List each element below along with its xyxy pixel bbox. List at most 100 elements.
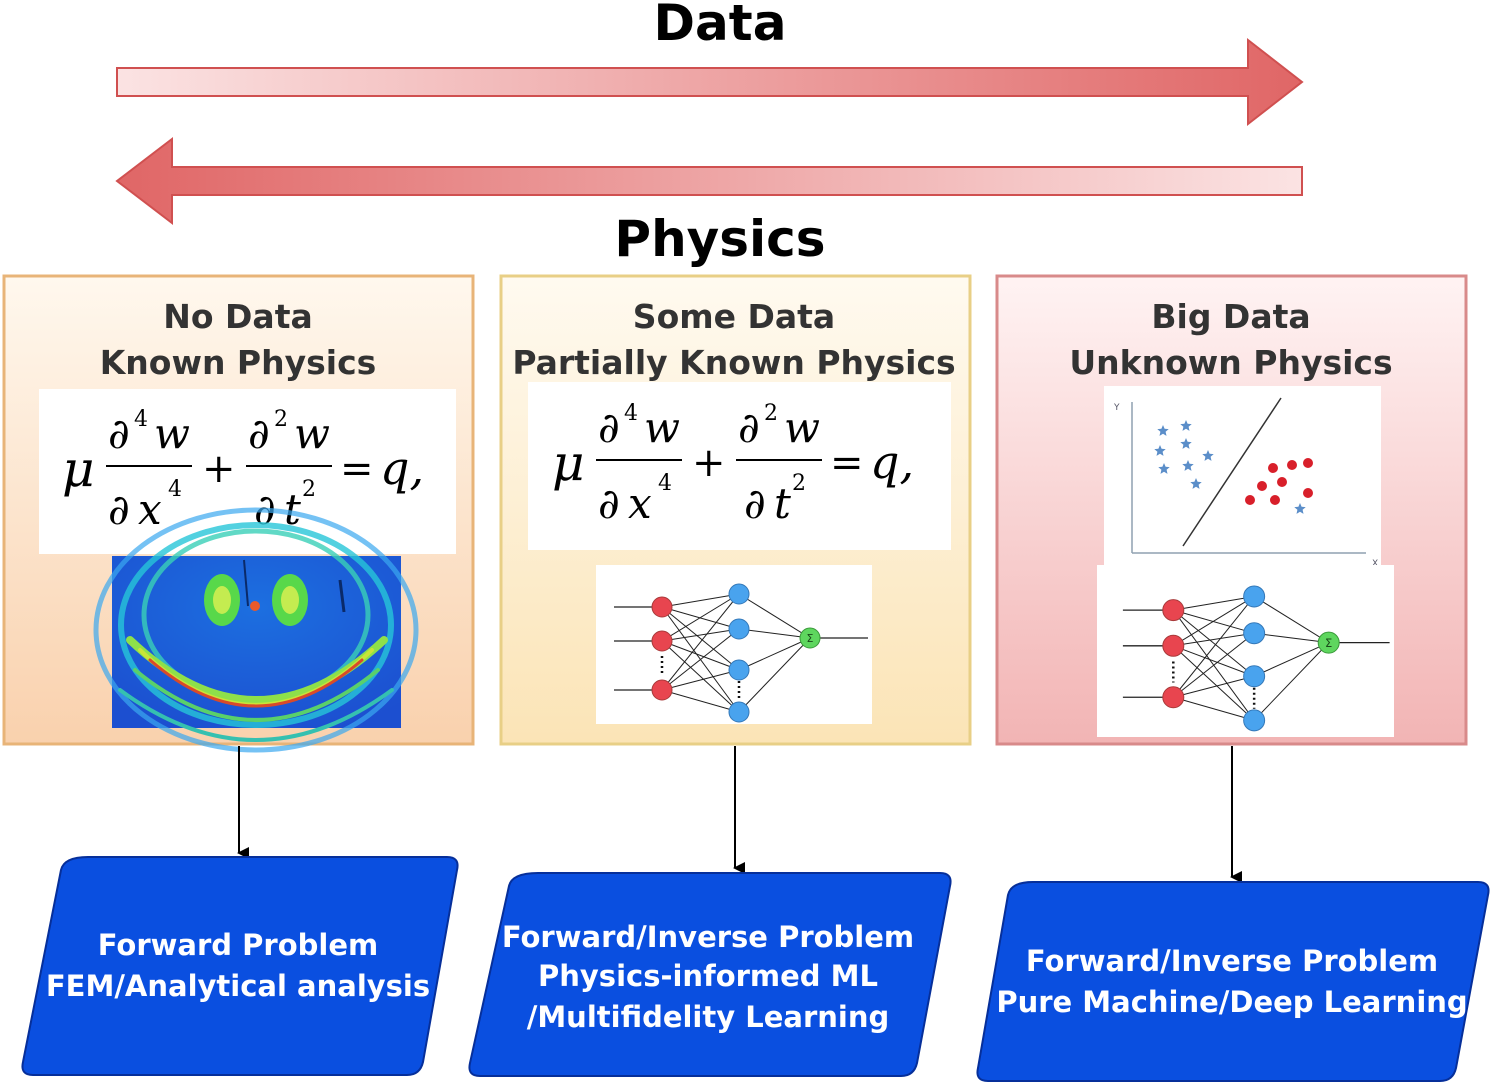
svg-text:4: 4	[134, 407, 148, 432]
star-point	[1190, 478, 1202, 489]
svg-text:=: =	[830, 440, 864, 486]
hidden-neuron	[1243, 665, 1266, 688]
svg-text:4: 4	[624, 401, 638, 426]
nn-edge	[1172, 645, 1255, 721]
dot-point	[1277, 477, 1287, 487]
nn-edge	[661, 606, 740, 671]
svg-text:2: 2	[274, 407, 288, 432]
svg-text:μ: μ	[552, 434, 585, 492]
hidden-neuron	[1243, 585, 1266, 608]
svg-text:2: 2	[792, 471, 806, 496]
nn-edge	[1172, 596, 1255, 698]
input-neuron	[651, 596, 673, 618]
panel-title-line1: Some Data	[633, 297, 835, 336]
svg-text:t: t	[774, 479, 791, 528]
nn-edge	[661, 628, 740, 642]
panel-title-line2: Unknown Physics	[1069, 343, 1392, 382]
hidden-neuron	[728, 583, 750, 605]
svg-text:2: 2	[302, 477, 316, 502]
scatter-axis-y-label: Y	[1113, 403, 1120, 413]
output-text-line: FEM/Analytical analysis	[46, 969, 430, 1003]
hidden-neuron	[1243, 622, 1266, 645]
nn-edge	[661, 640, 740, 671]
hidden-neuron	[728, 659, 750, 681]
svg-text:4: 4	[168, 477, 182, 502]
blue-star-points	[1154, 420, 1306, 514]
nn-edge	[738, 637, 811, 713]
nn-edge	[661, 593, 740, 608]
nn-edge	[1172, 632, 1255, 698]
red-dot-points	[1245, 458, 1313, 505]
star-point	[1158, 463, 1170, 474]
svg-text:w: w	[154, 409, 190, 458]
nn-edge	[1253, 642, 1330, 721]
nn-edge	[1173, 595, 1255, 611]
nn-edge	[1173, 596, 1255, 647]
nn-edge	[738, 637, 811, 671]
panel-big-data: Big Data Unknown Physics Y X Σ	[995, 274, 1468, 746]
output-box-forward: Forward Problem FEM/Analytical analysis	[21, 856, 459, 1076]
svg-text:t: t	[284, 485, 301, 534]
svg-text:+: +	[692, 440, 726, 486]
svg-text:=: =	[340, 446, 374, 492]
svg-text:μ: μ	[62, 440, 95, 498]
dot-point	[1268, 463, 1278, 473]
nn-edge	[661, 669, 740, 691]
hidden-neuron	[1243, 709, 1266, 732]
beam-equation: μ ∂ 4 w ∂ x 4 + ∂ 2 w ∂ t 2 = q,	[62, 407, 424, 534]
svg-text:∂: ∂	[598, 403, 620, 452]
physics-arrow	[115, 136, 1303, 226]
output-text-line: Forward Problem	[98, 928, 378, 962]
output-neuron	[1317, 631, 1340, 654]
input-neuron	[651, 679, 673, 701]
neural-network-diagram: Σ	[1122, 585, 1390, 732]
output-text-line: /Multifidelity Learning	[527, 1000, 890, 1034]
star-point	[1180, 420, 1192, 431]
input-neuron	[1162, 686, 1185, 709]
nn-edge	[738, 628, 811, 639]
hidden-neuron	[728, 618, 750, 640]
nn-edge	[738, 593, 811, 639]
dot-point	[1303, 458, 1313, 468]
star-point	[1180, 438, 1192, 449]
panel-title-line1: Big Data	[1151, 297, 1310, 336]
panel-no-data: No Data Known Physics μ ∂ 4 w ∂ x 4 + ∂ …	[2, 274, 475, 753]
dot-point	[1257, 481, 1267, 491]
classification-scatter-image: Y X	[1104, 386, 1381, 569]
star-point	[1294, 503, 1306, 514]
svg-text:∂: ∂	[744, 479, 766, 528]
nn-edge	[1173, 632, 1255, 647]
svg-text:4: 4	[658, 471, 672, 496]
svg-text:∂: ∂	[108, 409, 130, 458]
input-neuron	[1162, 634, 1185, 657]
dot-point	[1245, 495, 1255, 505]
nn-edge	[1254, 632, 1329, 644]
star-point	[1154, 445, 1166, 456]
svg-text:w: w	[644, 403, 680, 452]
star-point	[1182, 460, 1194, 471]
data-label: Data	[654, 0, 787, 52]
svg-text:∂: ∂	[738, 403, 760, 452]
data-arrow	[116, 37, 1304, 127]
panel-some-data: Some Data Partially Known Physics μ ∂ 4 …	[499, 274, 972, 746]
panel-title-line1: No Data	[163, 297, 312, 336]
nn-edge	[1253, 642, 1329, 677]
sum-symbol: Σ	[1325, 636, 1332, 650]
nn-edge	[661, 593, 740, 691]
output-box-deep-learning: Forward/Inverse Problem Pure Machine/Dee…	[976, 881, 1490, 1082]
dot-point	[1303, 488, 1313, 498]
svg-text:q,: q,	[380, 441, 424, 495]
input-neuron	[1162, 599, 1185, 622]
nn-edge	[1173, 696, 1255, 721]
neural-network-diagram: Σ	[614, 583, 868, 723]
hidden-neuron	[728, 701, 750, 723]
star-point	[1157, 425, 1169, 436]
input-neuron	[651, 630, 673, 652]
panel-title-line2: Known Physics	[100, 343, 377, 382]
svg-text:2: 2	[764, 401, 778, 426]
dot-point	[1270, 495, 1280, 505]
physics-label: Physics	[614, 210, 825, 268]
svg-text:+: +	[202, 446, 236, 492]
nn-edge	[1172, 609, 1255, 677]
